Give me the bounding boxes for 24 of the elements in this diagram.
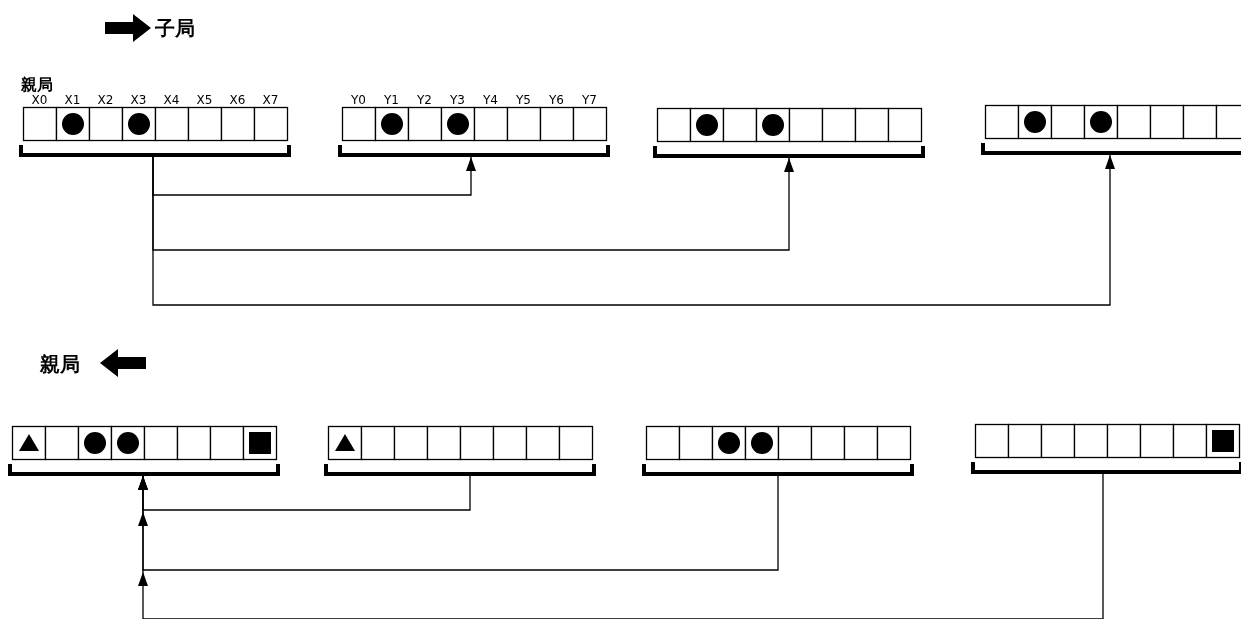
station-heading: 親局 (40, 352, 80, 376)
bit-label: Y1 (383, 93, 400, 107)
bit-label: Y4 (482, 93, 499, 107)
bit-label: X5 (195, 93, 214, 107)
arrow (138, 475, 779, 571)
bit-label: X6 (228, 93, 247, 107)
bit-label: X2 (96, 93, 115, 107)
bit-label: X0 (30, 93, 49, 107)
bit-label: X1 (63, 93, 82, 107)
bit-label: Y0 (350, 93, 367, 107)
bit-label: Y2 (416, 93, 433, 107)
bit-label: Y7 (581, 93, 598, 107)
register-title: 親局 (21, 77, 53, 93)
bit-label: Y3 (449, 93, 466, 107)
bit-label: X4 (162, 93, 181, 107)
arrow (152, 156, 476, 196)
arrow (152, 156, 794, 251)
station-heading: 子局 (155, 16, 195, 40)
bit-label: Y6 (548, 93, 565, 107)
bit-label: X3 (129, 93, 148, 107)
arrow (138, 473, 1104, 619)
bit-label: Y5 (515, 93, 532, 107)
arrow (152, 154, 1115, 306)
bit-label: X7 (261, 93, 280, 107)
